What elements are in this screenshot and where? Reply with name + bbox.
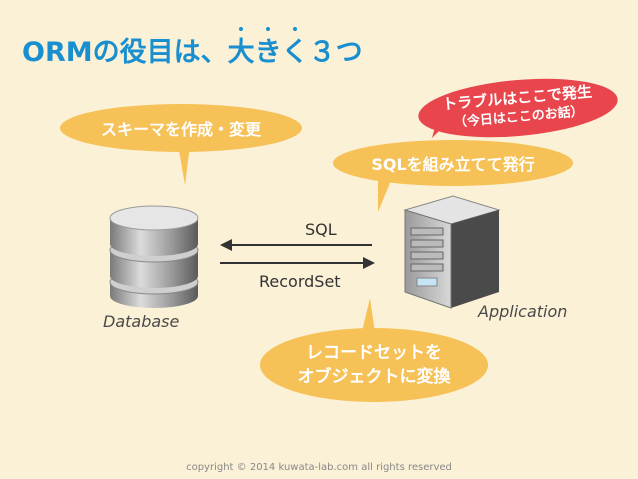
schema-bubble-tail xyxy=(178,145,190,185)
application-label: Application xyxy=(478,302,568,321)
sql-arrow-label: SQL xyxy=(305,220,337,239)
recordset-bubble-line1: レコードセットを xyxy=(306,343,442,363)
recordset-bubble-line2: オブジェクトに変換 xyxy=(297,367,451,387)
copyright-footer: copyright © 2014 kuwata-lab.com all righ… xyxy=(186,462,452,473)
title-suffix: ３つ xyxy=(308,37,363,68)
database-icon xyxy=(109,205,199,308)
title-emphasis: 大きく xyxy=(228,27,309,68)
database-label: Database xyxy=(103,312,180,331)
schema-bubble-text: スキーマを作成・変更 xyxy=(100,120,261,139)
sql-build-bubble: SQLを組み立てて発行 xyxy=(333,140,573,186)
title-prefix: ORMの役目は、 xyxy=(22,37,228,68)
schema-bubble: スキーマを作成・変更 xyxy=(60,104,302,152)
recordset-arrow-label: RecordSet xyxy=(259,272,341,291)
sql-build-bubble-text: SQLを組み立てて発行 xyxy=(371,155,535,174)
recordset-arrow-head xyxy=(363,257,375,269)
sql-bubble-tail xyxy=(378,178,392,212)
server-icon xyxy=(403,195,501,309)
sql-arrow-head xyxy=(220,239,232,251)
recordset-bubble: レコードセットを オブジェクトに変換 xyxy=(260,328,488,402)
